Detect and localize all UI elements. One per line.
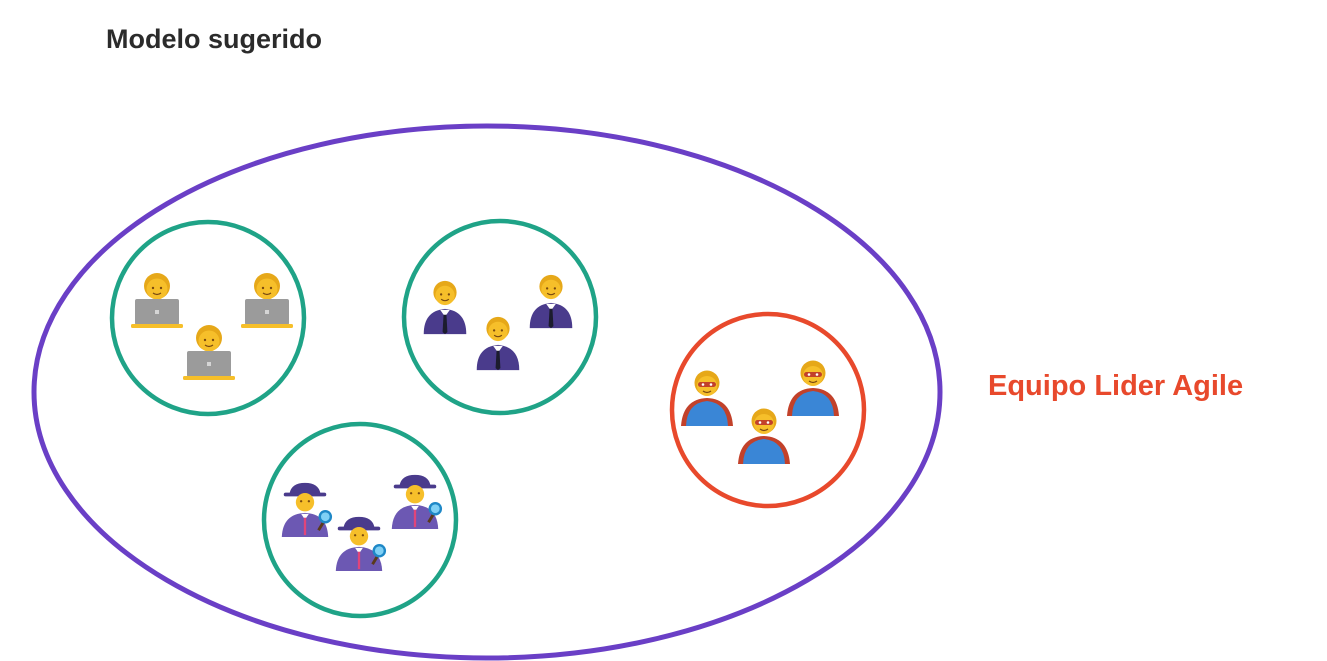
page-title: Modelo sugerido	[106, 24, 322, 54]
organization-ellipse	[31, 123, 943, 661]
agile-team-label: Equipo Lider Agile	[988, 370, 1244, 402]
agile-leader-team	[669, 311, 867, 509]
team-circle	[109, 219, 307, 417]
detectives-team	[261, 421, 459, 619]
business-team	[401, 218, 599, 416]
developers-team	[109, 219, 307, 417]
team-circle	[401, 218, 599, 416]
